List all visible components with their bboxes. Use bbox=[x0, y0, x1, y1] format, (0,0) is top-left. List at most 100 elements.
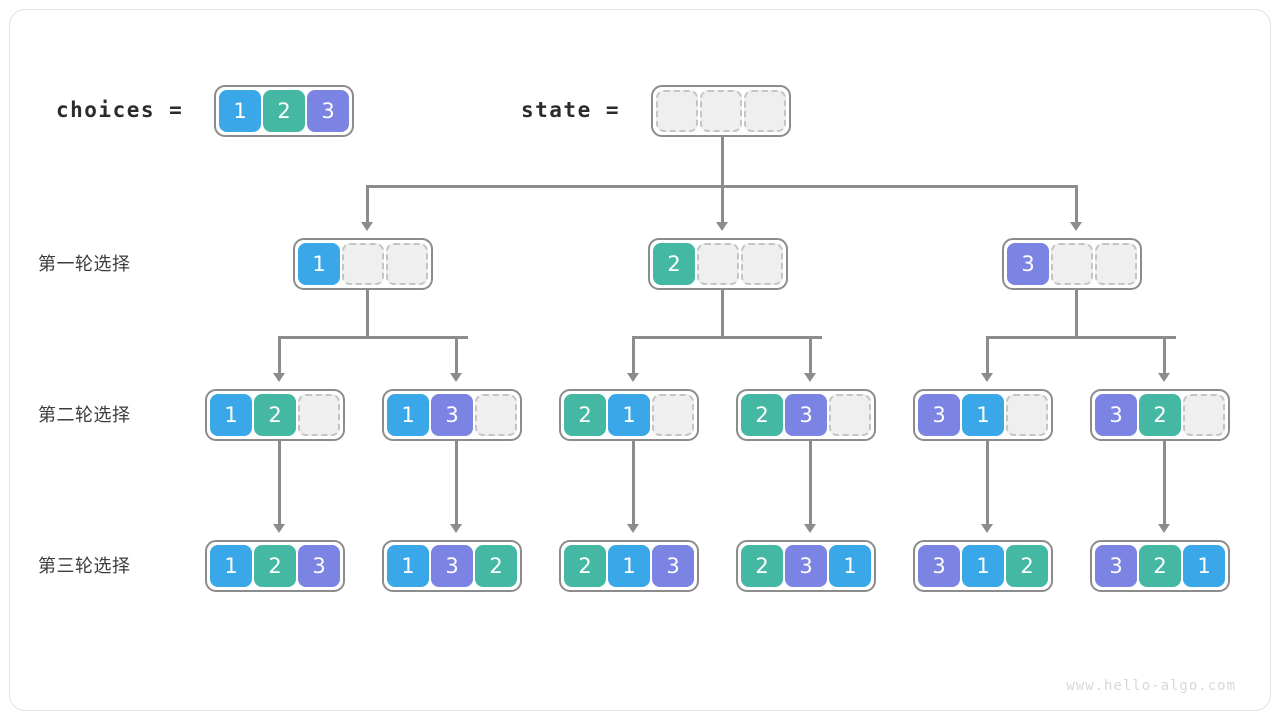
state-label: state = bbox=[521, 98, 621, 122]
round2-node4-cell-0: 2 bbox=[741, 394, 783, 436]
arrowhead-icon bbox=[1158, 524, 1170, 533]
arrowhead-icon bbox=[627, 373, 639, 382]
connector-line bbox=[1163, 336, 1166, 375]
connector-line bbox=[1163, 438, 1166, 527]
arrowhead-icon bbox=[273, 373, 285, 382]
watermark: www.hello-algo.com bbox=[1066, 678, 1236, 694]
round3-node2-cell-1: 3 bbox=[431, 545, 473, 587]
round1-node1-cell-2 bbox=[386, 243, 428, 285]
state-node-round-1-3: 3 bbox=[1002, 238, 1142, 290]
connector-line bbox=[366, 287, 369, 338]
round2-node6-cell-2 bbox=[1183, 394, 1225, 436]
round3-node5-cell-2: 2 bbox=[1006, 545, 1048, 587]
row-label-round-1: 第一轮选择 bbox=[38, 254, 131, 275]
choices-cell-1: 2 bbox=[263, 90, 305, 132]
round1-node1-cell-0: 1 bbox=[298, 243, 340, 285]
connector-line bbox=[987, 336, 1176, 339]
round2-node6-cell-1: 2 bbox=[1139, 394, 1181, 436]
round1-node3-cell-2 bbox=[1095, 243, 1137, 285]
connector-line bbox=[632, 336, 635, 375]
arrowhead-icon bbox=[450, 524, 462, 533]
round2-node3-cell-0: 2 bbox=[564, 394, 606, 436]
connector-line bbox=[1075, 287, 1078, 338]
choices-cell-2: 3 bbox=[307, 90, 349, 132]
arrowhead-icon bbox=[450, 373, 462, 382]
choices-label: choices = bbox=[56, 98, 184, 122]
row-label-round-3: 第三轮选择 bbox=[38, 556, 131, 577]
round1-node2-cell-1 bbox=[697, 243, 739, 285]
connector-line bbox=[633, 336, 822, 339]
connector-line bbox=[721, 185, 724, 224]
round2-node2-cell-1: 3 bbox=[431, 394, 473, 436]
round3-node5-cell-1: 1 bbox=[962, 545, 1004, 587]
connector-line bbox=[455, 438, 458, 527]
round2-node1-cell-0: 1 bbox=[210, 394, 252, 436]
round3-node3-cell-1: 1 bbox=[608, 545, 650, 587]
row-label-round-2: 第二轮选择 bbox=[38, 405, 131, 426]
round3-node6-cell-1: 2 bbox=[1139, 545, 1181, 587]
round3-node4-cell-1: 3 bbox=[785, 545, 827, 587]
state-cell-1 bbox=[700, 90, 742, 132]
connector-line bbox=[278, 336, 281, 375]
round1-node3-cell-0: 3 bbox=[1007, 243, 1049, 285]
connector-line bbox=[721, 136, 724, 187]
connector-line bbox=[455, 336, 458, 375]
connector-line bbox=[1075, 185, 1078, 224]
round2-node5-cell-2 bbox=[1006, 394, 1048, 436]
connector-line bbox=[809, 438, 812, 527]
connector-line bbox=[278, 438, 281, 527]
round3-node1-cell-1: 2 bbox=[254, 545, 296, 587]
round2-node5-cell-0: 3 bbox=[918, 394, 960, 436]
arrowhead-icon bbox=[716, 222, 728, 231]
round1-node3-cell-1 bbox=[1051, 243, 1093, 285]
arrowhead-icon bbox=[361, 222, 373, 231]
round3-node1-cell-2: 3 bbox=[298, 545, 340, 587]
round3-node6-cell-2: 1 bbox=[1183, 545, 1225, 587]
state-array bbox=[651, 85, 791, 137]
arrowhead-icon bbox=[804, 373, 816, 382]
arrowhead-icon bbox=[804, 524, 816, 533]
round2-node1-cell-1: 2 bbox=[254, 394, 296, 436]
choices-cell-0: 1 bbox=[219, 90, 261, 132]
connector-line bbox=[986, 438, 989, 527]
connector-line bbox=[809, 336, 812, 375]
round3-node3-cell-2: 3 bbox=[652, 545, 694, 587]
round2-node3-cell-2 bbox=[652, 394, 694, 436]
round2-node6-cell-0: 3 bbox=[1095, 394, 1137, 436]
connector-line bbox=[986, 336, 989, 375]
state-cell-2 bbox=[744, 90, 786, 132]
round2-node2-cell-2 bbox=[475, 394, 517, 436]
round3-node6-cell-0: 3 bbox=[1095, 545, 1137, 587]
connector-line bbox=[366, 185, 369, 224]
diagram-frame bbox=[9, 9, 1271, 711]
round3-node3-cell-0: 2 bbox=[564, 545, 606, 587]
arrowhead-icon bbox=[981, 524, 993, 533]
round3-node1-cell-0: 1 bbox=[210, 545, 252, 587]
round2-node2-cell-0: 1 bbox=[387, 394, 429, 436]
arrowhead-icon bbox=[1070, 222, 1082, 231]
round2-node1-cell-2 bbox=[298, 394, 340, 436]
round1-node2-cell-2 bbox=[741, 243, 783, 285]
round3-node5-cell-0: 3 bbox=[918, 545, 960, 587]
arrowhead-icon bbox=[627, 524, 639, 533]
round3-node4-cell-0: 2 bbox=[741, 545, 783, 587]
round2-node3-cell-1: 1 bbox=[608, 394, 650, 436]
connector-line bbox=[279, 336, 468, 339]
arrowhead-icon bbox=[273, 524, 285, 533]
round3-node2-cell-2: 2 bbox=[475, 545, 517, 587]
state-node-round-1-1: 1 bbox=[293, 238, 433, 290]
round3-node2-cell-0: 1 bbox=[387, 545, 429, 587]
